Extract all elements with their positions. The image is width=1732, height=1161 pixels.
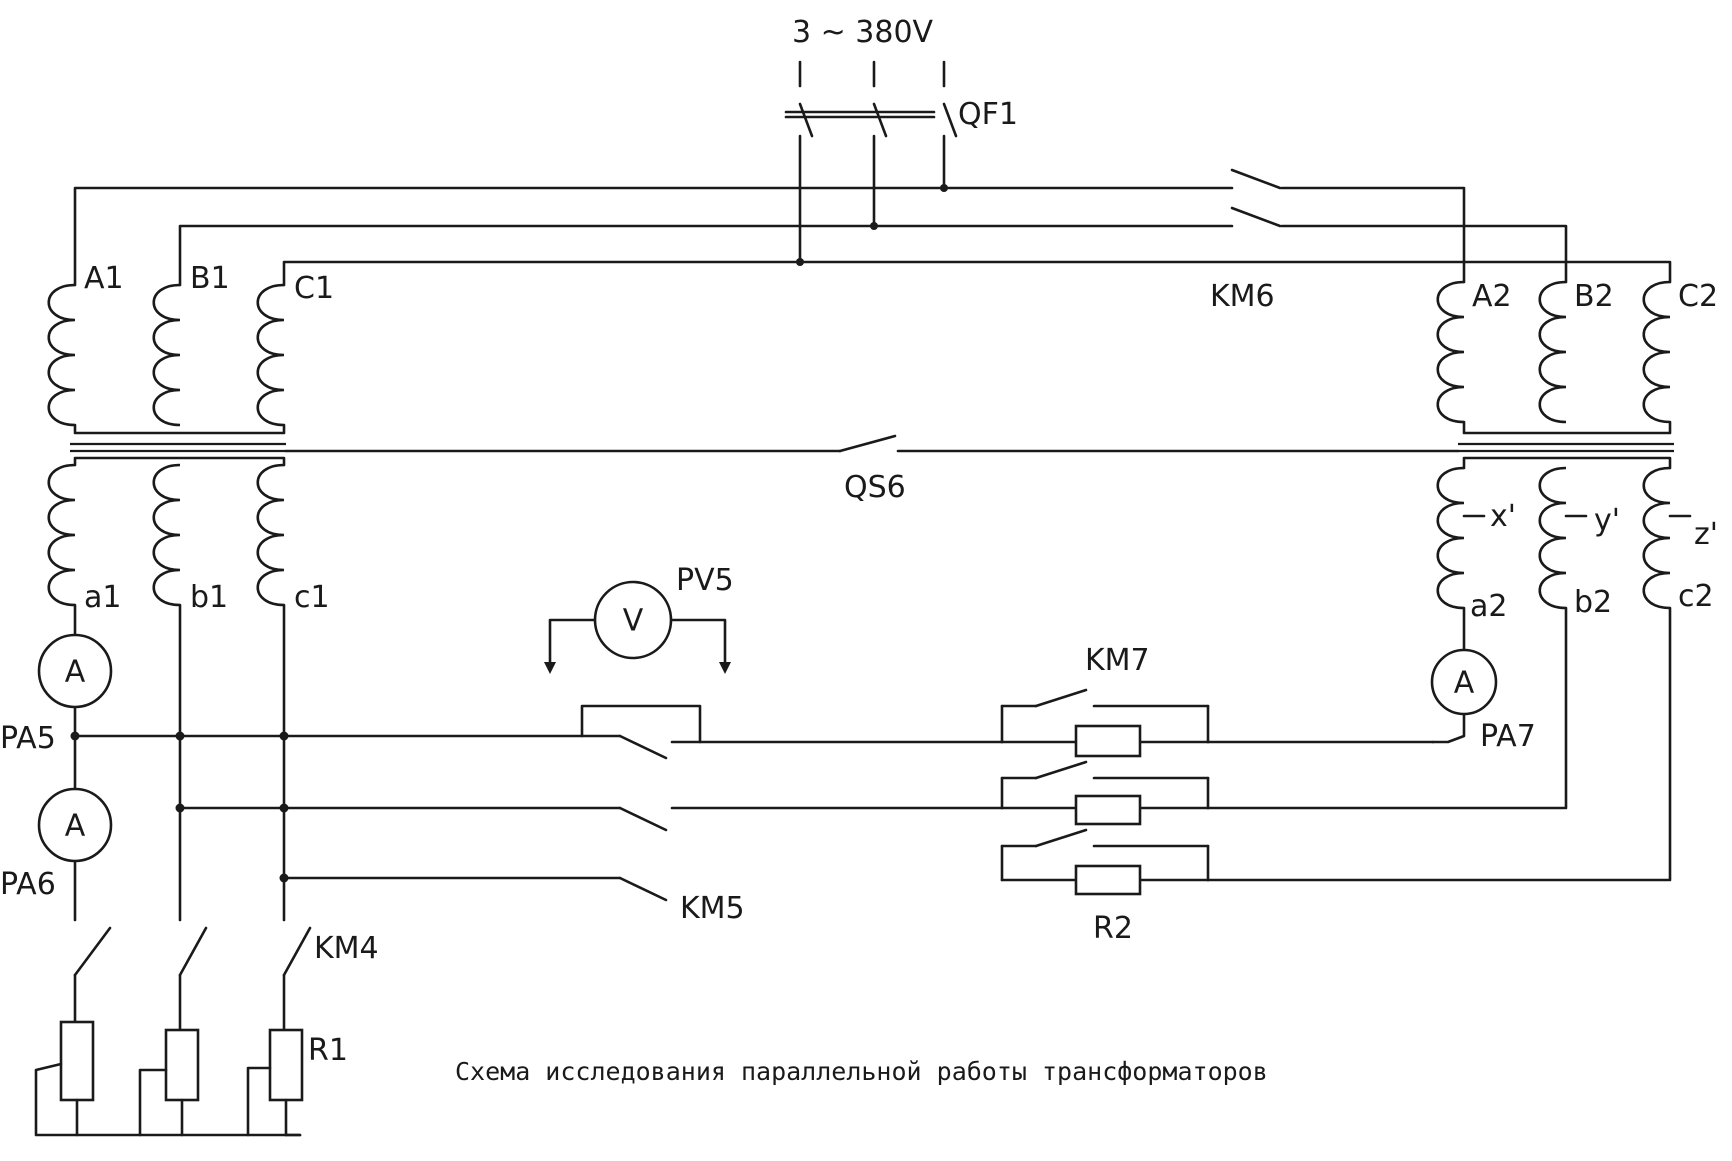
ammeter-pa7-symbol: A: [1454, 666, 1475, 701]
labels: 3 ~ 380V QF1 KM6 QS6 KM7 KM5 KM4 R2 R1 A…: [0, 15, 1718, 1086]
voltmeter-pv5: [544, 580, 731, 674]
terminal-a2-small-label: a2: [1470, 589, 1507, 624]
transformer-2: [1436, 280, 1692, 610]
km7-label: KM7: [1085, 643, 1150, 678]
breaker-label: QF1: [958, 97, 1018, 132]
pa5-label: PA5: [0, 721, 56, 756]
r1-label: R1: [308, 1033, 348, 1068]
pa6-label: PA6: [0, 867, 56, 902]
supply-and-breaker: [784, 60, 958, 266]
ammeter-pa6: [37, 787, 113, 863]
terminal-b1-small-label: b1: [190, 580, 228, 615]
km6-label: KM6: [1210, 279, 1275, 314]
terminal-c2-label: C2: [1678, 279, 1718, 314]
pv5-label: PV5: [676, 563, 734, 598]
tap-z-label: z': [1694, 517, 1718, 552]
ammeter-pa5: [37, 633, 113, 709]
secondary-wiring: [70, 603, 1672, 922]
ammeter-pa6-symbol: A: [65, 809, 86, 844]
terminal-b2-small-label: b2: [1574, 585, 1612, 620]
km5-label: KM5: [680, 891, 745, 926]
voltmeter-symbol: V: [623, 604, 644, 639]
tap-y-label: y': [1594, 503, 1620, 538]
r2-label: R2: [1093, 911, 1133, 946]
diagram-caption: Схема исследования параллельной работы т…: [455, 1057, 1268, 1086]
ammeter-pa5-symbol: A: [65, 655, 86, 690]
ammeter-pa7: [1430, 648, 1498, 716]
terminal-c1-label: C1: [294, 271, 334, 306]
load-km4-r1: [34, 926, 312, 1137]
primary-buses: [73, 168, 1672, 287]
terminal-c1-small-label: c1: [294, 580, 330, 615]
terminal-c2-small-label: c2: [1678, 579, 1714, 614]
supply-label: 3 ~ 380V: [792, 15, 934, 50]
tap-x-label: x': [1490, 499, 1516, 534]
km4-label: KM4: [314, 931, 379, 966]
terminal-b1-label: B1: [190, 261, 230, 296]
terminal-a1-label: A1: [84, 261, 124, 296]
terminal-b2-label: B2: [1574, 279, 1614, 314]
pa7-label: PA7: [1480, 719, 1536, 754]
terminal-a2-label: A2: [1472, 279, 1512, 314]
qs6-label: QS6: [844, 470, 906, 505]
neutral-switch-qs6: [284, 434, 1460, 453]
terminal-a1-small-label: a1: [84, 580, 121, 615]
transformer-1: [47, 283, 286, 607]
